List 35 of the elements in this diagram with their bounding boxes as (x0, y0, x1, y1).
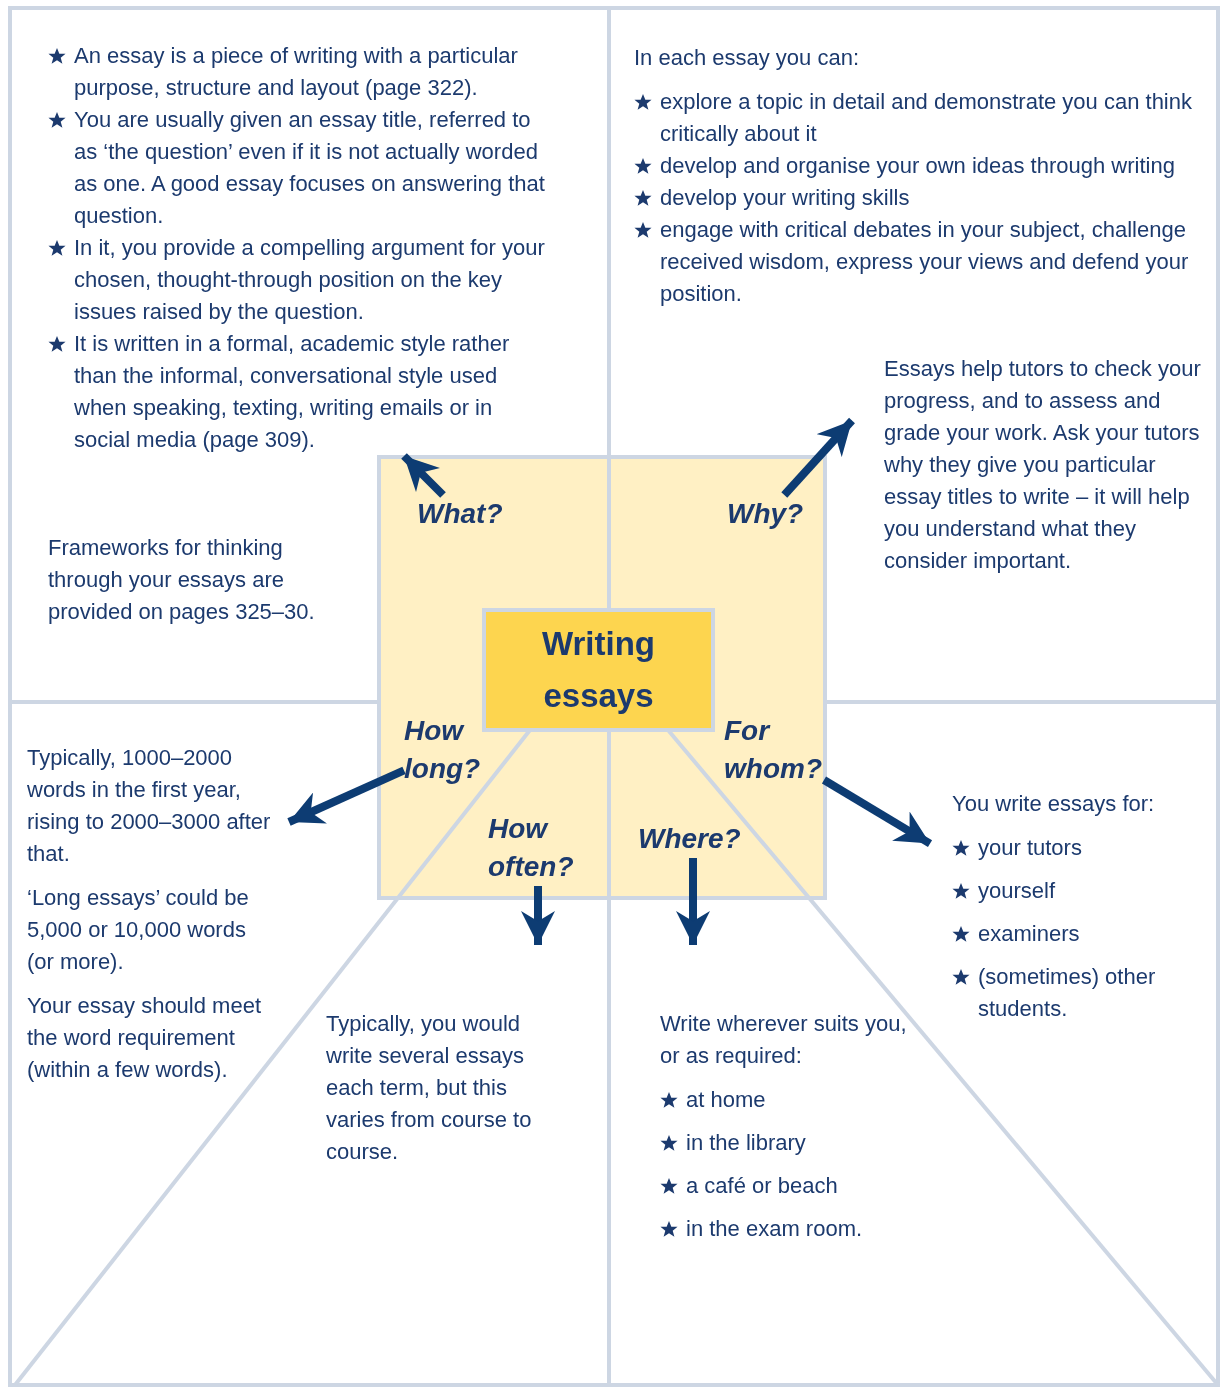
arrow (676, 858, 710, 945)
arrow (401, 453, 446, 498)
question-label: Why? (727, 495, 807, 533)
bullet-text: develop and organise your own ideas through writing (660, 152, 1176, 180)
bullet-text: An essay is a piece of writing with a particular purpose, structure and layout (page 322). (74, 42, 519, 102)
bullet-text: a café or beach (686, 1172, 839, 1200)
arrow (521, 886, 555, 945)
bullet-text: in the library (686, 1129, 807, 1157)
question-label: For whom? (724, 712, 824, 788)
bullet-text: (sometimes) other students. (978, 963, 1157, 1023)
bullet-text: It is written in a formal, academic style rather than the informal, conversational style used when speaking, texting, writing emails or in social media (page 309). (74, 330, 511, 454)
question-label: Where? (638, 820, 748, 858)
paragraph: Your essay should meet the word requirement (within a few words). (27, 990, 267, 1086)
paragraph: You write essays for: (952, 790, 1156, 818)
paragraph: In each essay you can: (634, 44, 861, 72)
bullet-text: In it, you provide a compelling argument for your chosen, thought-through position on the key issues raised by the question. (74, 234, 546, 326)
bullet-text: your tutors (978, 834, 1083, 862)
bullet-text: examiners (978, 920, 1081, 948)
paragraph: Write wherever suits you, or as required: (660, 1010, 908, 1070)
paragraph: ‘Long essays’ could be 5,000 or 10,000 words (or more). (27, 882, 267, 978)
title-box: Writing essays (482, 608, 715, 732)
bullet-text: You are usually given an essay title, referred to as ‘the question’ even if it is not actually worded as one. A good essay focuses on answering that question. (74, 106, 546, 230)
paragraph: Typically, 1000–2000 words in the first year, rising to 2000–3000 after that. (27, 742, 289, 870)
arrow (781, 417, 855, 498)
bullet-text: develop your writing skills (660, 184, 911, 212)
bullet-text: at home (686, 1086, 767, 1114)
bullet-text: yourself (978, 877, 1057, 905)
question-label: How often? (488, 810, 588, 886)
question-label: What? (417, 495, 507, 533)
bullet-text: in the exam room. (686, 1215, 864, 1243)
paragraph: Essays help tutors to check your progress, and to assess and grade your work. Ask your tutors why they give you particular essay titles to write – it will help you understand what they consider important. (852, 353, 1204, 577)
paragraph: Frameworks for thinking through your essays are provided on pages 325–30. (48, 532, 328, 628)
bullet-text: engage with critical debates in your subject, challenge received wisdom, express your views and defend your position. (660, 216, 1190, 308)
question-square (377, 455, 827, 900)
paragraph: Typically, you would write several essays each term, but this varies from course to course. (326, 945, 561, 1168)
